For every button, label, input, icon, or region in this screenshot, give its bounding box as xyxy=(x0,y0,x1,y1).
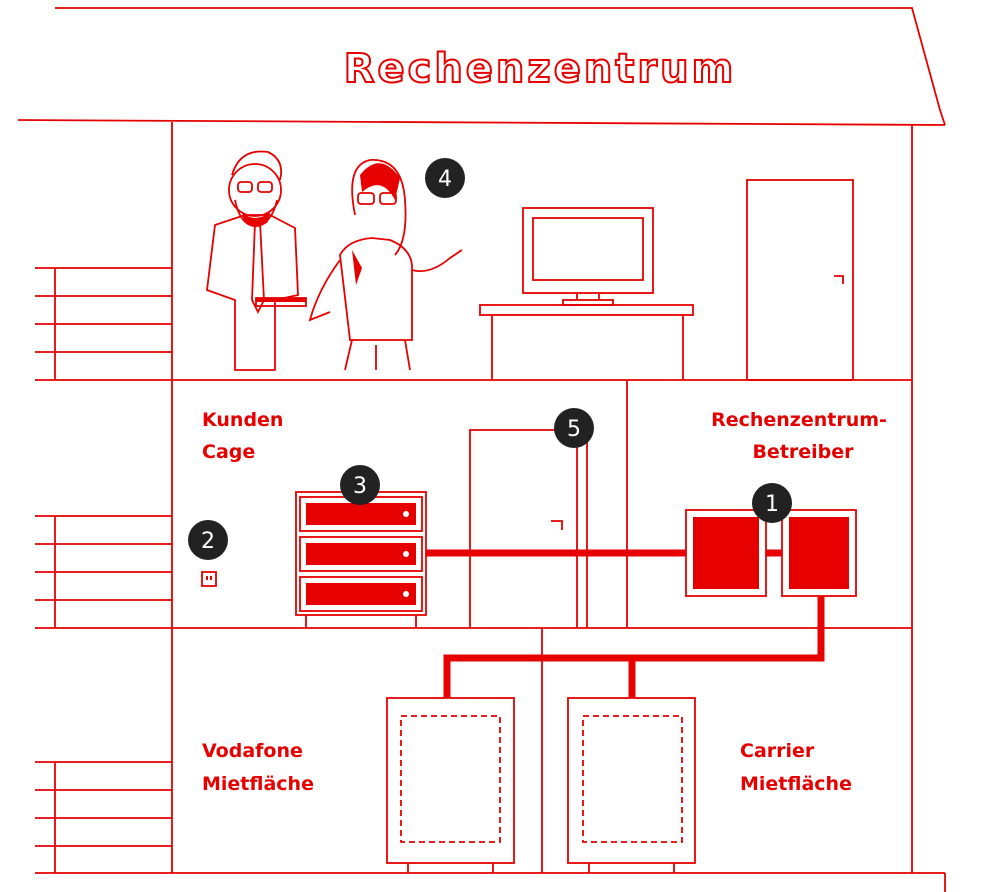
monitor-icon xyxy=(522,207,654,306)
customer-cage-label-line1: Kunden xyxy=(202,409,283,431)
person-woman-icon xyxy=(308,159,463,371)
svg-text:3: 3 xyxy=(353,474,367,499)
staircase-bottom xyxy=(35,761,172,873)
carrier-label-line1: Carrier xyxy=(740,740,815,762)
vodafone-label-line1: Vodafone xyxy=(202,740,303,762)
cage-door xyxy=(469,429,588,628)
desk xyxy=(479,304,694,380)
operator-label-line1: Rechenzentrum- xyxy=(711,409,887,431)
roof xyxy=(17,7,946,126)
person-man-icon xyxy=(206,150,307,371)
socket-icon xyxy=(201,571,217,587)
network-cabinet-icon xyxy=(567,697,696,873)
marker-5: 5 xyxy=(554,408,594,448)
customer-cage-label-line2: Cage xyxy=(202,441,255,463)
svg-text:5: 5 xyxy=(567,417,581,442)
meet-me-room-icon xyxy=(685,509,857,597)
operator-label-line2: Betreiber xyxy=(752,441,854,463)
staircase-middle xyxy=(35,515,172,628)
staircase-top xyxy=(35,267,172,380)
marker-2: 2 xyxy=(188,520,228,560)
marker-4: 4 xyxy=(425,158,465,198)
building-title: Rechenzentrum xyxy=(344,46,737,92)
svg-text:1: 1 xyxy=(765,492,779,517)
vodafone-label-line2: Mietfläche xyxy=(202,773,314,795)
svg-text:2: 2 xyxy=(201,529,215,554)
network-cabinet-icon xyxy=(386,697,515,873)
door-icon xyxy=(746,179,854,381)
building-outline xyxy=(35,122,946,892)
cabling xyxy=(426,549,825,698)
marker-3: 3 xyxy=(340,465,380,505)
carrier-label-line2: Mietfläche xyxy=(740,773,852,795)
svg-text:4: 4 xyxy=(438,167,452,192)
marker-1: 1 xyxy=(752,483,792,523)
server-rack-icon xyxy=(295,491,427,628)
